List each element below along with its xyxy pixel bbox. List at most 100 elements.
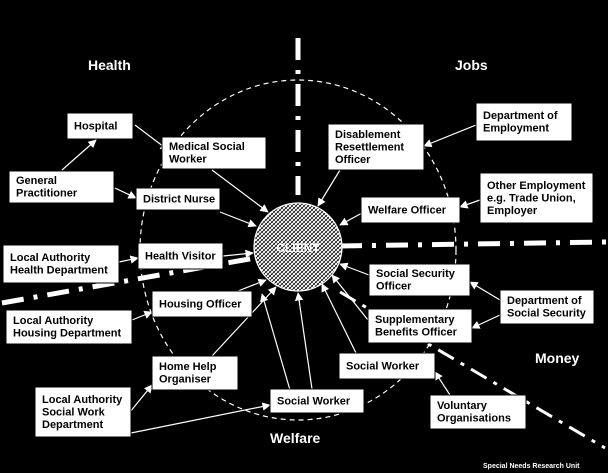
box-frame	[368, 263, 471, 297]
box-label-line: Department of	[507, 295, 582, 307]
box-label-line: Disablement	[335, 129, 401, 141]
box-label-line: Local Authority	[10, 252, 91, 264]
box-label-line: Organisations	[437, 413, 511, 425]
arrow-dss-sbo	[471, 314, 501, 329]
box-label-line: Employer	[487, 205, 538, 217]
arrow-socialworker-client	[294, 292, 313, 390]
arrow-dss-sso	[469, 281, 501, 301]
client-label: CLIENT	[276, 241, 320, 255]
box-frame	[151, 290, 253, 318]
box-frame	[338, 352, 436, 380]
arrow-housingofficer-client	[237, 278, 267, 292]
box-frame	[161, 136, 267, 170]
arrow-gp-hospital	[61, 139, 97, 171]
box-frame	[475, 102, 573, 142]
box-frame	[66, 112, 134, 140]
box-label-line: Other Employment	[487, 180, 586, 192]
arrow-districtnurse-client	[219, 211, 257, 228]
arrow-socialworker-client-2	[260, 293, 291, 391]
box-label-line: Supplementary	[375, 314, 455, 326]
box-label-line: Home Help	[159, 361, 217, 373]
box-frame	[499, 289, 595, 325]
box-frame	[34, 386, 132, 438]
arrow-voluntary-swright	[434, 371, 451, 396]
arrow-otheremployment-welfareofficer	[459, 199, 481, 209]
box-label-line: Welfare Officer	[368, 204, 447, 216]
box-label-line: e.g. Trade Union,	[487, 192, 576, 204]
box-label-line: Benefits Officer	[375, 327, 458, 339]
box-label-line: Worker	[169, 154, 207, 166]
box-welfare-officer: Welfare Officer	[360, 196, 461, 224]
box-label-line: Housing Officer	[159, 298, 242, 310]
box-frame	[327, 123, 425, 171]
arrow-lahousing-housingofficer	[131, 310, 153, 321]
box-label-line: Housing Department	[13, 328, 122, 340]
box-label-line: Social Worker	[277, 395, 351, 407]
box-frame	[135, 187, 221, 211]
box-label-line: Organiser	[159, 374, 212, 386]
quadrant-welfare: Welfare	[270, 430, 321, 446]
box-label-line: Department	[42, 419, 103, 431]
box-frame	[137, 242, 224, 270]
box-district-nurse: District Nurse	[135, 187, 221, 211]
box-label-line: Social Work	[42, 406, 106, 418]
box-label-line: Department of	[483, 110, 558, 122]
box-frame	[429, 394, 527, 430]
box-frame	[8, 170, 115, 204]
box-label-line: Health Department	[10, 265, 108, 277]
quadrant-money: Money	[535, 350, 580, 366]
client-circle	[253, 202, 343, 292]
arrow-sbo-client	[331, 274, 369, 321]
box-housing-officer: Housing Officer	[151, 290, 253, 318]
box-frame	[269, 388, 365, 414]
box-label-line: Employment	[483, 123, 549, 135]
box-label-line: Voluntary	[437, 400, 488, 412]
arrow-lasw-socialworker	[130, 402, 271, 434]
box-frame	[5, 309, 133, 345]
box-social-worker-right: Social Worker	[338, 352, 436, 380]
box-label-line: Officer	[376, 281, 412, 293]
quadrant-jobs: Jobs	[455, 57, 488, 73]
box-frame	[2, 244, 120, 284]
box-social-worker-bottom: Social Worker	[269, 388, 365, 414]
arrow-healthvisitor-client	[222, 249, 254, 258]
arrow-socialsecurity-client	[339, 262, 370, 276]
box-frame	[479, 172, 594, 224]
arrow-lahealth-healthvisitor	[118, 255, 139, 264]
client-node: CLIENT	[253, 202, 343, 292]
arrow-dro-client	[317, 169, 341, 207]
box-hospital: Hospital	[66, 112, 134, 140]
box-frame	[367, 308, 473, 344]
arrow-deptemployment-dro	[423, 124, 477, 148]
arrow-msw-client	[211, 169, 269, 213]
arrow-welfareofficer-client	[339, 212, 363, 226]
quadrant-health: Health	[88, 57, 131, 73]
box-label-line: Hospital	[74, 120, 117, 132]
box-frame	[360, 196, 461, 224]
connection-arrows	[61, 124, 501, 434]
box-label-line: Social Worker	[346, 360, 420, 372]
arrow-lasw-homehelp	[129, 384, 153, 413]
box-label-line: Resettlement	[335, 141, 404, 153]
box-label-line: General	[16, 175, 57, 187]
divider-horizontal-right	[339, 239, 607, 249]
box-label-line: Practitioner	[16, 188, 78, 200]
box-label-line: Health Visitor	[145, 250, 216, 262]
box-frame	[151, 355, 239, 391]
box-label-line: Local Authority	[42, 394, 123, 406]
box-label-line: Medical Social	[169, 141, 245, 153]
